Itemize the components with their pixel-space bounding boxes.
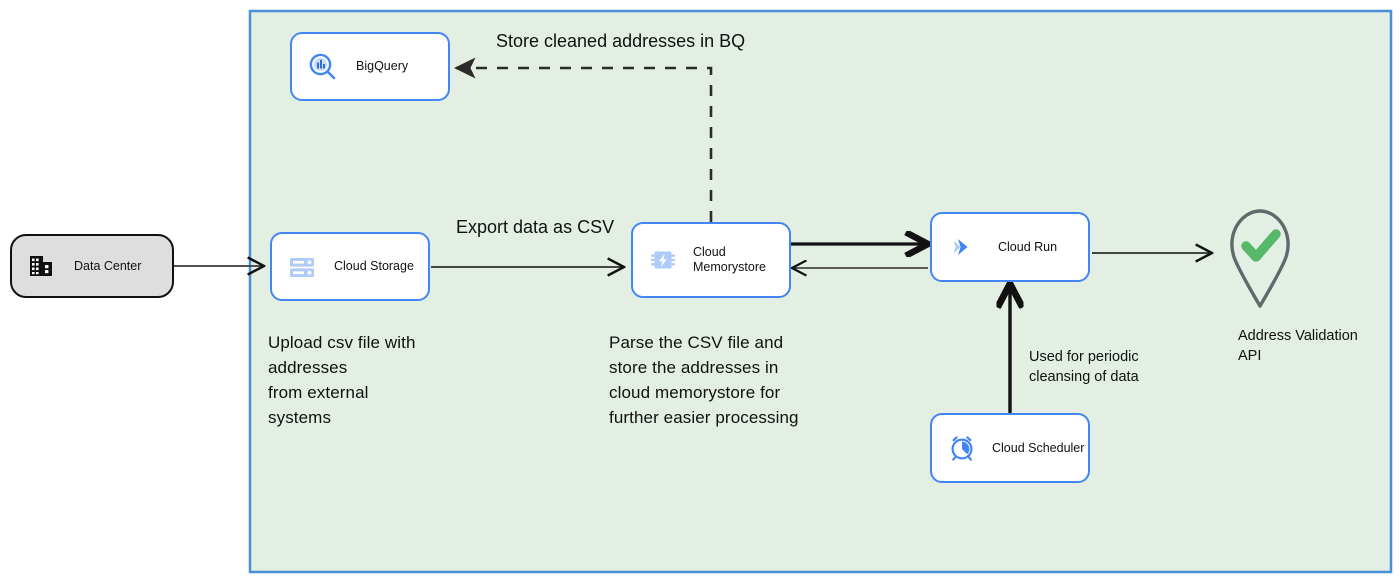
node-cloud-memorystore[interactable]: Cloud Memorystore xyxy=(631,222,791,298)
node-bigquery[interactable]: BigQuery xyxy=(290,32,450,101)
gcp-project-boundary xyxy=(248,9,1393,574)
node-data-center[interactable]: Data Center xyxy=(10,234,174,298)
address-validation-api-label: Address Validation API xyxy=(1238,328,1358,364)
node-cloud-run-label: Cloud Run xyxy=(998,239,1058,254)
cloud-storage-icon xyxy=(286,251,318,283)
node-cloud-storage-label: Cloud Storage xyxy=(334,259,414,273)
memorystore-icon xyxy=(647,244,679,276)
node-cloud-scheduler[interactable]: Cloud Scheduler xyxy=(930,413,1090,483)
data-center-icon xyxy=(26,251,56,281)
node-data-center-label: Data Center xyxy=(74,259,142,273)
node-bigquery-label: BigQuery xyxy=(356,59,409,73)
node-cloud-run[interactable]: Cloud Run xyxy=(930,212,1090,282)
caption-parse-csv: Parse the CSV file and store the address… xyxy=(609,333,799,427)
map-pin-check-icon xyxy=(1218,205,1302,310)
node-cloud-storage[interactable]: Cloud Storage xyxy=(270,232,430,301)
bigquery-icon xyxy=(306,50,340,84)
node-cloud-memorystore-label: Cloud Memorystore xyxy=(693,245,766,274)
cloud-run-icon xyxy=(946,230,980,264)
node-cloud-scheduler-label: Cloud Scheduler xyxy=(992,440,1085,455)
node-address-validation-api[interactable] xyxy=(1218,205,1302,310)
edge-label-scheduler-usage: Used for periodic cleansing of data xyxy=(1029,349,1139,385)
cloud-scheduler-icon xyxy=(946,432,978,464)
edge-label-export-data-as-csv: Export data as CSV xyxy=(456,217,615,237)
edge-label-store-cleaned-addresses: Store cleaned addresses in BQ xyxy=(496,31,746,51)
caption-upload-csv: Upload csv file with addresses from exte… xyxy=(268,333,416,427)
edge-memorystore-to-bigquery xyxy=(454,57,713,222)
